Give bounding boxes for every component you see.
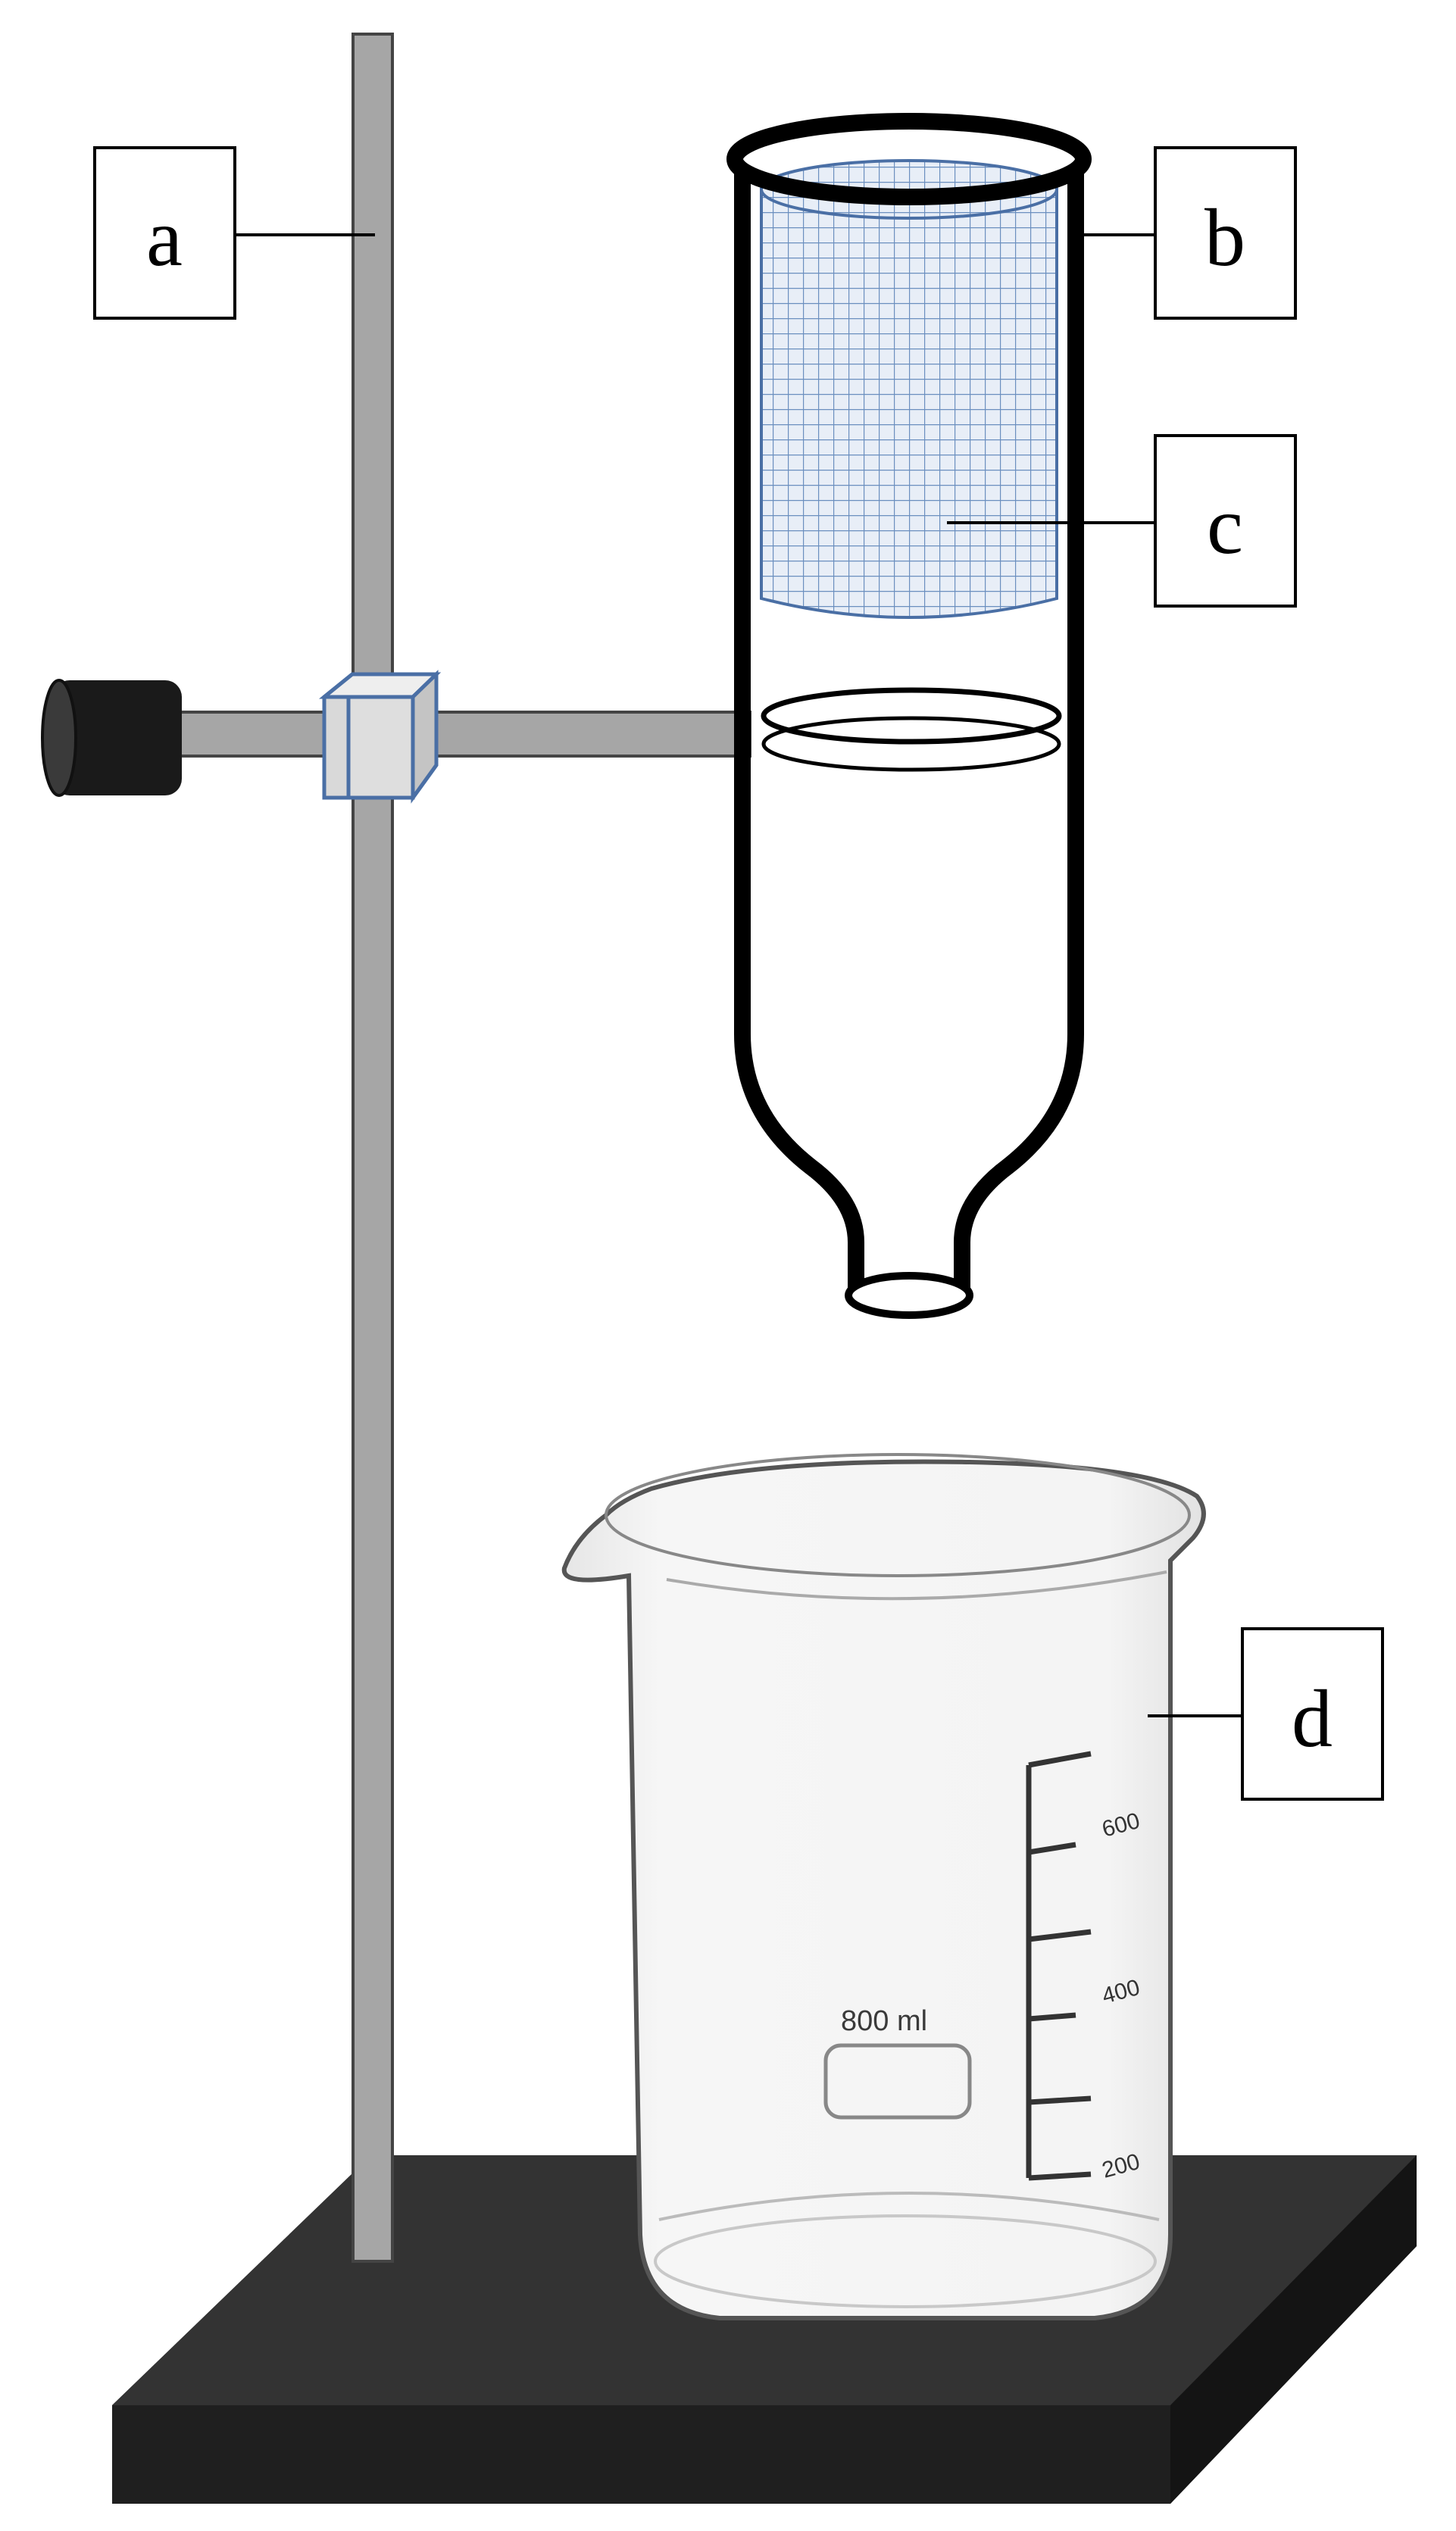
clamp-arm xyxy=(173,711,751,758)
label-a: a xyxy=(93,146,236,320)
capacity-window xyxy=(823,2043,972,2120)
beaker xyxy=(561,1453,1206,2320)
svg-text:d: d xyxy=(1292,1674,1333,1764)
label-c: c xyxy=(1154,434,1297,608)
column-tube xyxy=(726,113,1092,1319)
label-b: b xyxy=(1154,146,1297,320)
boss-clamp xyxy=(318,670,442,804)
clamp-knob xyxy=(41,679,182,797)
svg-text:a: a xyxy=(146,193,183,283)
beaker-capacity-text: 800 ml xyxy=(841,2005,927,2037)
label-d: d xyxy=(1241,1627,1384,1801)
stand-rod xyxy=(352,33,394,2263)
svg-text:b: b xyxy=(1204,193,1245,283)
leader-lines xyxy=(235,233,1242,1717)
svg-text:c: c xyxy=(1207,481,1243,571)
